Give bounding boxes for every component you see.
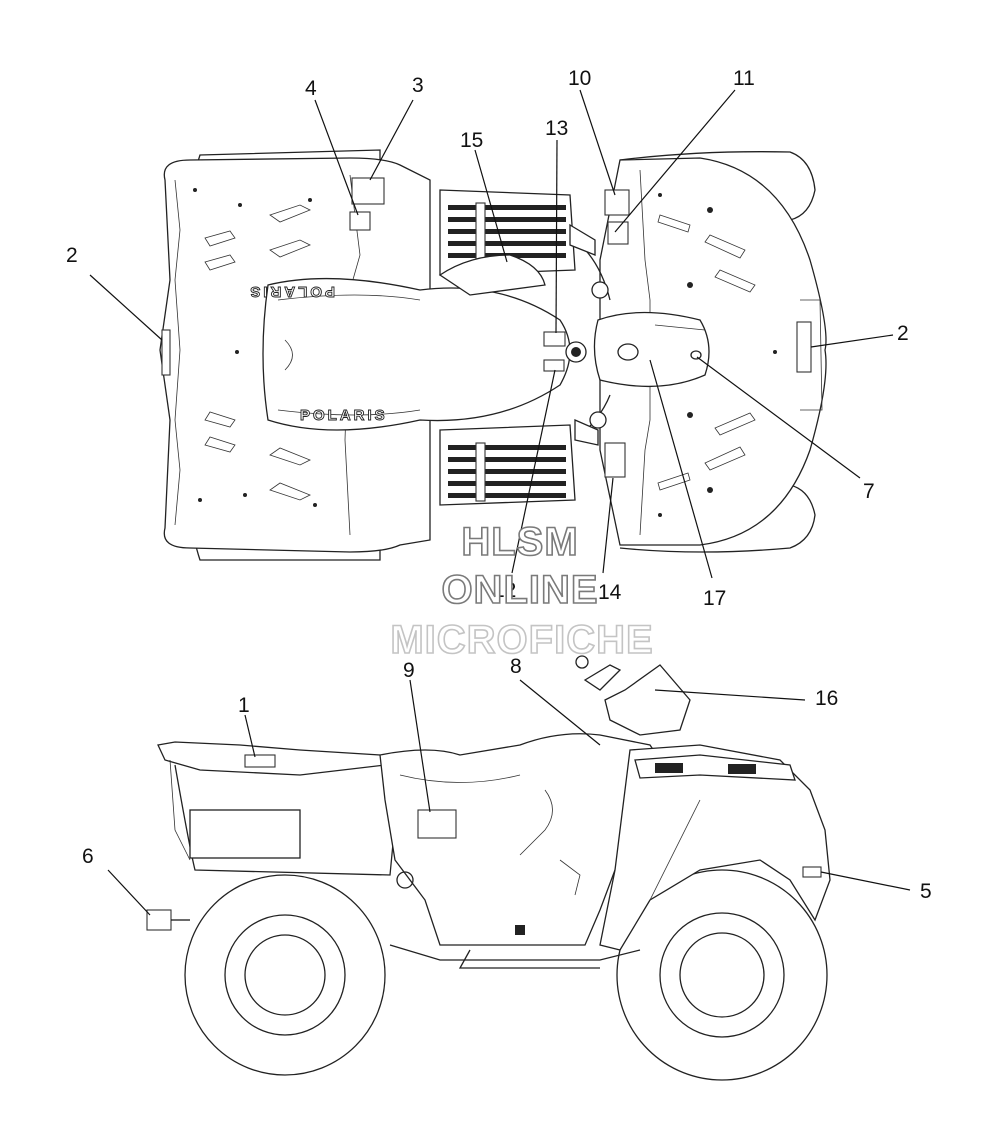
- callout-2-right: 2: [897, 322, 909, 345]
- callout-6: 6: [82, 845, 94, 868]
- leader-lines: [89, 89, 911, 921]
- callout-5: 5: [920, 880, 932, 903]
- atv-side-view: [146, 655, 831, 1081]
- callout-8: 8: [510, 655, 522, 678]
- callout-12: 12: [493, 579, 516, 602]
- brand-text-upper: POLARIS: [247, 283, 335, 300]
- callout-3: 3: [412, 74, 424, 97]
- brand-text-lower: POLARIS: [300, 407, 388, 424]
- callout-14: 14: [598, 581, 622, 604]
- callout-2-left: 2: [66, 244, 78, 267]
- watermark: HLSM ONLINE MICROFICHE: [390, 519, 654, 663]
- watermark-line-3: MICROFICHE: [390, 618, 653, 662]
- atv-top-view: POLARIS POLARIS: [159, 149, 827, 561]
- callout-11: 11: [733, 67, 755, 90]
- callout-7: 7: [863, 480, 875, 503]
- callout-15: 15: [460, 129, 483, 152]
- callout-17: 17: [703, 587, 726, 610]
- callout-1: 1: [238, 694, 250, 717]
- callout-10: 10: [568, 67, 591, 90]
- callout-4: 4: [305, 77, 317, 100]
- callout-13: 13: [545, 117, 568, 140]
- watermark-line-2: ONLINE: [441, 568, 598, 612]
- watermark-line-1: HLSM: [461, 520, 578, 564]
- callout-labels: 2 4 3 15 13 10 11 2 7 17 12 14 1 9 8 16 …: [66, 67, 932, 903]
- callout-9: 9: [403, 659, 415, 682]
- callout-16: 16: [815, 687, 838, 710]
